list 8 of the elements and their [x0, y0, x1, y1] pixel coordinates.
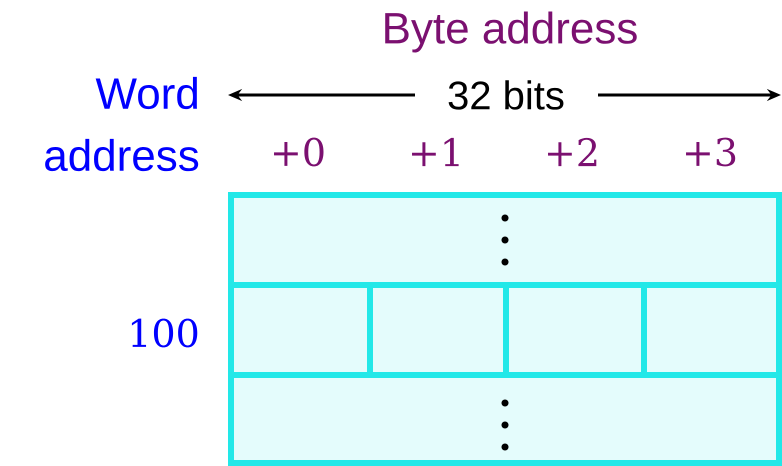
column-label: +1 [412, 138, 459, 166]
column-label: +3 [686, 138, 736, 166]
dimension-label: 32 bits [448, 80, 564, 110]
axis-title: Word address [45, 76, 198, 172]
column-label: +0 [274, 138, 324, 166]
heading: Byte address [385, 11, 637, 52]
row-label: 100 [132, 318, 198, 348]
column-label: +2 [548, 138, 596, 166]
